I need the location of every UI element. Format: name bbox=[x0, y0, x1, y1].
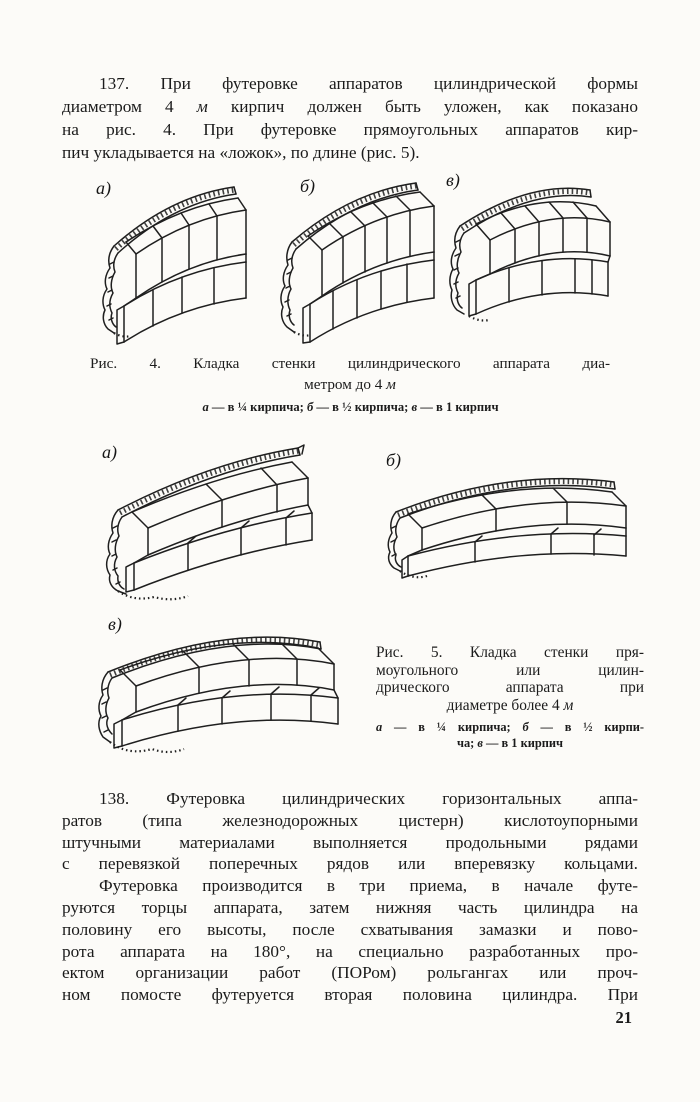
text-line: руются торцы аппарата, затем нижняя част… bbox=[62, 897, 638, 917]
text-line: штучными материалами выполняется продоль… bbox=[62, 832, 638, 852]
text-segment: диаметре более 4 bbox=[446, 696, 564, 714]
text-line: с перевязкой поперечных рядов или вперев… bbox=[62, 854, 638, 874]
brick-wall-illustration bbox=[102, 186, 247, 345]
caption-line: Рис. 4. Кладка стенки цилиндрического ап… bbox=[90, 355, 610, 372]
brick-wall-illustration bbox=[280, 182, 435, 344]
legend-line: а — в ¼ кирпича; б — в ½ кирпи- bbox=[376, 720, 644, 735]
caption-line: Рис. 5. Кладка стенки пря- bbox=[376, 644, 644, 661]
figure-label-b: б) bbox=[386, 450, 402, 470]
text-segment: — в 1 кирпич bbox=[417, 400, 499, 414]
figure-label-a: а) bbox=[102, 442, 117, 462]
text-segment: диаметром 4 bbox=[62, 97, 197, 116]
figure-label-v: в) bbox=[108, 614, 122, 634]
page-number: 21 bbox=[615, 1008, 633, 1027]
figure-5-drawing-a: а) bbox=[76, 436, 348, 604]
figure-4-legend: а — в ¼ кирпича; б — в ½ кирпича; в — в … bbox=[63, 400, 638, 415]
brick-wall-illustration bbox=[105, 444, 313, 601]
figure-4-caption: Рис. 4. Кладка стенки цилиндрического ап… bbox=[90, 354, 610, 395]
text-segment: кирпич должен быть уложен, как показано bbox=[207, 97, 639, 116]
text-segment-italic: а bbox=[202, 400, 209, 414]
caption-line: дрического аппарата при bbox=[376, 679, 644, 697]
text-segment-italic: в bbox=[411, 400, 418, 414]
figure-5-drawing-b: б) bbox=[356, 448, 643, 582]
text-segment-italic: в bbox=[477, 735, 483, 750]
text-segment: — в ¼ кирпича; bbox=[382, 720, 523, 735]
text-segment-italic: м bbox=[563, 696, 574, 714]
text-line: на рис. 4. При футеровке прямоугольных а… bbox=[62, 120, 638, 139]
text-segment-italic: а bbox=[376, 720, 383, 735]
brick-wall-illustration bbox=[98, 636, 339, 754]
brick-wall-illustration bbox=[449, 187, 611, 322]
text-segment: метром до 4 bbox=[304, 375, 387, 393]
text-segment: ча; bbox=[456, 735, 478, 750]
figure-4-drawing-v: в) bbox=[428, 166, 620, 336]
text-line: Футеровка производится в три приема, в н… bbox=[99, 876, 638, 896]
text-line: пич укладывается на «ложок», по длине (р… bbox=[62, 143, 420, 162]
figure-label-b: б) bbox=[300, 176, 316, 196]
text-line: половину его высоты, после схватывания з… bbox=[62, 919, 638, 939]
paragraph-137: 137. При футеровке аппаратов цилиндричес… bbox=[62, 72, 638, 164]
figure-4-drawing-b: б) bbox=[258, 172, 448, 346]
text-line: ратов (типа железнодорожных цистерн) кис… bbox=[62, 810, 638, 830]
brick-wall-illustration bbox=[387, 477, 627, 579]
caption-line: диаметре более 4 м bbox=[376, 697, 644, 715]
text-line: ектом организации работ (ПОРом) рольганг… bbox=[62, 963, 638, 983]
legend-line: ча; в — в 1 кирпич bbox=[376, 736, 644, 751]
text-line: 138. Футеровка цилиндрических горизонтал… bbox=[99, 789, 638, 808]
paragraph-138: 138. Футеровка цилиндрических горизонтал… bbox=[62, 788, 638, 1006]
text-segment: — в ½ кирпича; bbox=[313, 400, 412, 414]
text-line: ном помосте футеруется вторая половина ц… bbox=[62, 985, 638, 1005]
text-segment: — в ¼ кирпича; bbox=[208, 400, 307, 414]
figure-5-drawing-v: в) bbox=[68, 606, 365, 758]
text-line: диаметром 4 м кирпич должен быть уложен,… bbox=[62, 95, 638, 118]
caption-line: метром до 4 м bbox=[90, 375, 610, 396]
text-segment: — в 1 кирпич bbox=[482, 735, 564, 750]
text-segment-italic: м bbox=[386, 375, 396, 393]
text-line: 137. При футеровке аппаратов цилиндричес… bbox=[99, 74, 638, 93]
text-segment-italic: б bbox=[522, 720, 529, 735]
figure-label-a: а) bbox=[96, 178, 111, 198]
text-line: рота аппарата на 180°, на специально раз… bbox=[62, 941, 638, 961]
figure-4-drawing-a: а) bbox=[84, 174, 261, 346]
text-segment-italic: м bbox=[196, 97, 208, 116]
figure-label-v: в) bbox=[446, 170, 460, 190]
text-segment-italic: б bbox=[306, 400, 314, 414]
text-segment: — в ½ кирпи- bbox=[528, 720, 644, 735]
figure-5-legend: а — в ¼ кирпича; б — в ½ кирпи- ча; в — … bbox=[376, 720, 644, 751]
caption-line: моугольного или цилин- bbox=[376, 661, 644, 679]
figure-5-caption: Рис. 5. Кладка стенки пря- моугольного и… bbox=[376, 644, 644, 751]
